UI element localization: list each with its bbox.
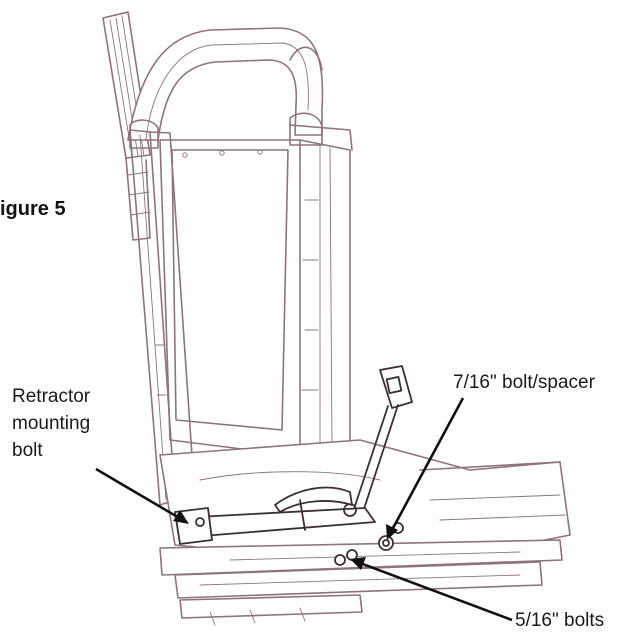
callout-retractor-mounting-bolt: Retractor mounting bolt [12, 386, 91, 461]
seat-assembly [102, 11, 571, 626]
harness-strap [102, 11, 151, 241]
seat-belt-buckle [351, 365, 413, 516]
callout-bolt-spacer: 7/16" bolt/spacer [453, 372, 595, 393]
callout-bolts: 5/16" bolts [515, 610, 605, 631]
leader-bolts [350, 557, 513, 622]
leader-lines [95, 397, 513, 622]
seat-base [159, 539, 563, 626]
leader-retractor [95, 467, 189, 524]
leader-bolt-spacer [386, 397, 465, 540]
headrest [127, 27, 324, 141]
frame-rails [129, 112, 353, 506]
five-sixteenths-bolts [334, 549, 358, 566]
figure-title: igure 5 [0, 198, 66, 220]
